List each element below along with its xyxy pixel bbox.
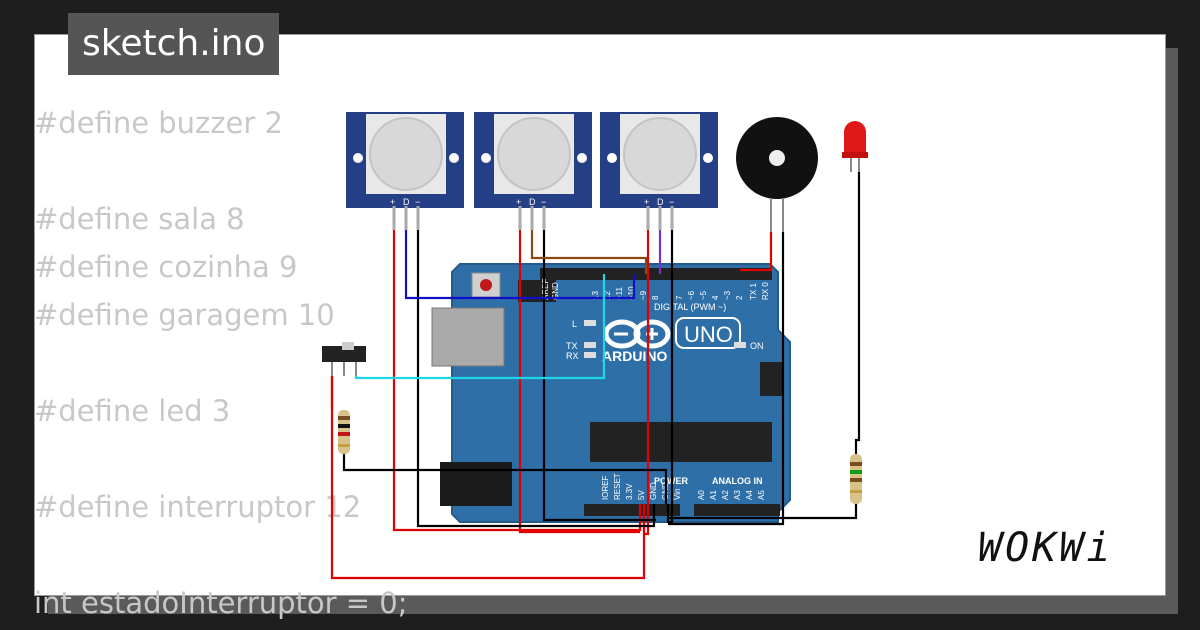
code-line: #define cozinha 9 bbox=[34, 250, 298, 284]
led-tx bbox=[584, 342, 596, 348]
svg-text:RX 0: RX 0 bbox=[761, 282, 770, 300]
code-line: #define buzzer 2 bbox=[34, 106, 283, 140]
arduino-infinity-icon bbox=[603, 319, 671, 349]
svg-text:A0: A0 bbox=[697, 490, 706, 500]
file-name-tab: sketch.ino bbox=[68, 13, 280, 75]
wire-black bbox=[666, 230, 674, 524]
led-label-rx: RX bbox=[566, 351, 579, 361]
svg-text:GND: GND bbox=[649, 482, 658, 500]
wire-red bbox=[740, 232, 773, 272]
analog-label: ANALOG IN bbox=[712, 476, 763, 486]
wire-black bbox=[542, 230, 656, 522]
circuit-diagram: ARDUINO UNO DIGITAL (PWM ~) POWER ANALOG… bbox=[322, 112, 868, 580]
svg-text:~9: ~9 bbox=[639, 290, 648, 300]
svg-text:~5: ~5 bbox=[699, 290, 708, 300]
reset-button-cap bbox=[480, 279, 492, 291]
svg-text:A5: A5 bbox=[757, 490, 766, 500]
wokwi-logo: WOKWi bbox=[978, 525, 1114, 571]
uno-badge bbox=[675, 317, 741, 349]
icsp-header bbox=[518, 280, 556, 302]
wire-red bbox=[330, 376, 646, 580]
svg-text:8: 8 bbox=[651, 295, 660, 300]
svg-text:−: − bbox=[415, 197, 420, 207]
svg-text:TX 1: TX 1 bbox=[749, 283, 758, 300]
slide-switch[interactable] bbox=[322, 342, 366, 376]
led-label-on: ON bbox=[750, 341, 764, 351]
led-rx bbox=[584, 352, 596, 358]
resistor bbox=[338, 410, 350, 454]
analog-header bbox=[694, 504, 780, 516]
svg-text:D: D bbox=[657, 197, 664, 207]
wire-black bbox=[342, 454, 668, 504]
svg-text:7: 7 bbox=[675, 295, 684, 300]
svg-text:A3: A3 bbox=[733, 490, 742, 500]
wire-blue bbox=[404, 230, 636, 300]
svg-text:~3: ~3 bbox=[723, 290, 732, 300]
svg-text:~6: ~6 bbox=[687, 290, 696, 300]
code-line: #define led 3 bbox=[34, 394, 231, 428]
svg-text:D: D bbox=[529, 197, 536, 207]
code-line: #define interruptor 12 bbox=[34, 490, 362, 524]
svg-text:IOREF: IOREF bbox=[601, 475, 610, 500]
wire-black bbox=[668, 504, 858, 520]
svg-text:RESET: RESET bbox=[613, 473, 622, 500]
wire-black bbox=[854, 172, 861, 454]
pir-sensor[interactable]: + D− bbox=[600, 112, 718, 230]
svg-text:GND: GND bbox=[551, 282, 560, 300]
wires bbox=[330, 172, 861, 580]
arduino-uno-board[interactable]: ARDUINO UNO DIGITAL (PWM ~) POWER ANALOG… bbox=[431, 263, 791, 523]
svg-text:Vin: Vin bbox=[673, 489, 682, 500]
svg-text:−: − bbox=[541, 197, 546, 207]
red-led[interactable] bbox=[842, 121, 868, 172]
power-header bbox=[584, 504, 680, 516]
svg-text:AREF: AREF bbox=[541, 279, 550, 300]
buzzer[interactable] bbox=[736, 117, 818, 232]
code-line: int estadoInterruptor = 0; bbox=[34, 586, 408, 620]
svg-text:+: + bbox=[516, 197, 521, 207]
svg-text:12: 12 bbox=[603, 291, 612, 300]
led-label-tx: TX bbox=[566, 341, 578, 351]
led-l bbox=[584, 320, 596, 326]
atmega-chip bbox=[590, 422, 772, 462]
svg-text:3.3V: 3.3V bbox=[625, 483, 634, 500]
svg-text:A2: A2 bbox=[721, 490, 730, 500]
pir-sensor[interactable]: + D− bbox=[346, 112, 464, 230]
icsp-header-2 bbox=[760, 362, 782, 396]
svg-text:~11: ~11 bbox=[615, 286, 624, 300]
wire-red bbox=[392, 230, 642, 532]
svg-text:A4: A4 bbox=[745, 490, 754, 500]
resistor bbox=[850, 454, 862, 504]
svg-text:~10: ~10 bbox=[627, 286, 636, 300]
svg-text:13: 13 bbox=[591, 291, 600, 300]
code-line: #define garagem 10 bbox=[34, 298, 335, 332]
svg-text:A1: A1 bbox=[709, 490, 718, 500]
wire-red bbox=[518, 230, 640, 534]
svg-text:+: + bbox=[390, 197, 395, 207]
board-model: UNO bbox=[684, 322, 733, 347]
pir-sensor[interactable]: + D− bbox=[474, 112, 592, 230]
board-brand: ARDUINO bbox=[602, 348, 667, 364]
usb-connector bbox=[431, 307, 505, 367]
led-label-l: L bbox=[572, 319, 577, 329]
svg-text:2: 2 bbox=[735, 295, 744, 300]
wire-black bbox=[668, 232, 785, 526]
svg-text:−: − bbox=[669, 197, 674, 207]
svg-text:+: + bbox=[644, 197, 649, 207]
wire-cyan bbox=[354, 274, 606, 380]
digital-label: DIGITAL (PWM ~) bbox=[654, 302, 726, 312]
wire-brown bbox=[530, 230, 648, 274]
power-jack bbox=[440, 462, 512, 506]
led-on bbox=[734, 342, 746, 348]
top-pin-labels: AREF GND 13 12 ~11 ~10 ~9 8 7 ~6 ~5 4 ~3… bbox=[541, 279, 770, 300]
svg-text:5V: 5V bbox=[637, 490, 646, 500]
svg-text:4: 4 bbox=[711, 295, 720, 300]
code-line: #define sala 8 bbox=[34, 202, 245, 236]
analog-pin-labels: A0 A1 A2 A3 A4 A5 bbox=[697, 490, 766, 500]
svg-text:D: D bbox=[403, 197, 410, 207]
